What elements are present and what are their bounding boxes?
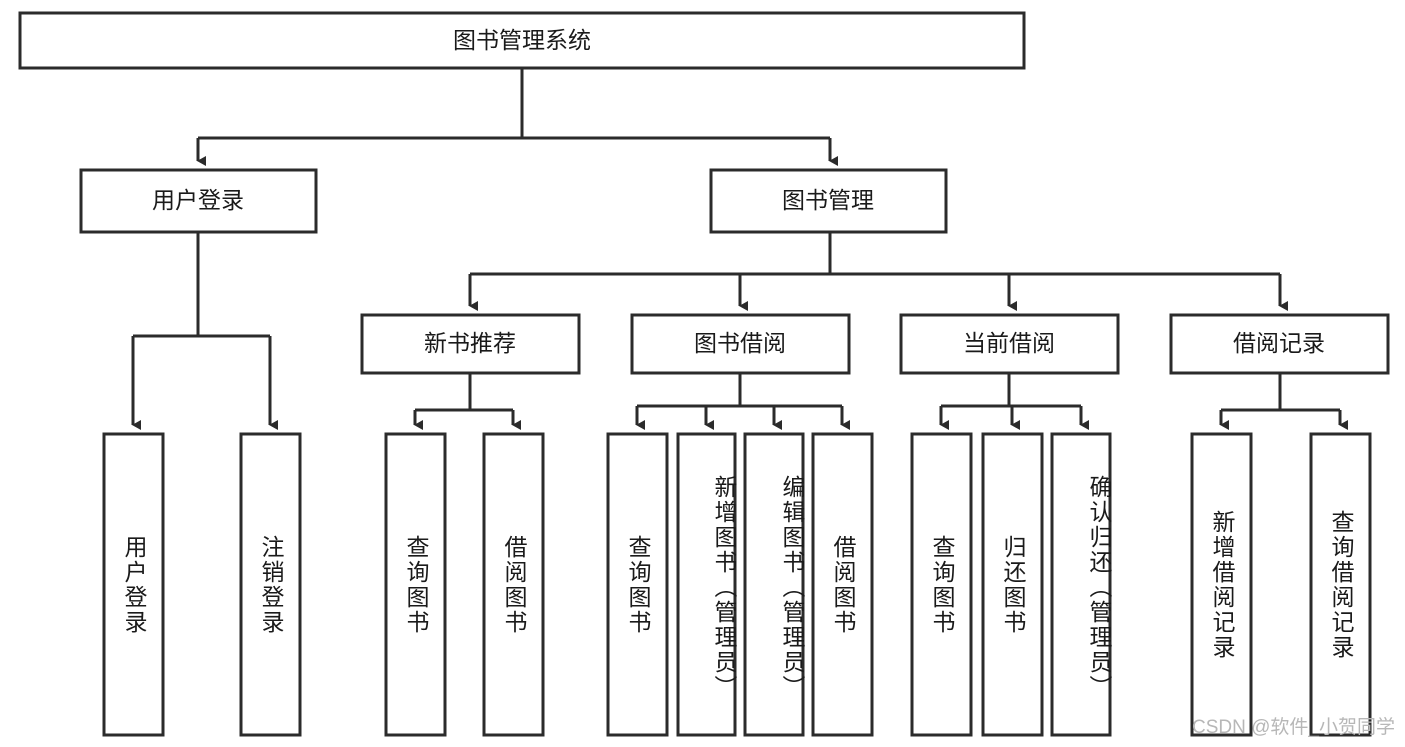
node-root-label: 图书管理系统 [453,27,591,53]
connector-group-current-borrow [939,373,1089,430]
node-new-book-recommend-box[interactable] [360,313,581,375]
node-borrow-record-box[interactable] [1169,313,1390,375]
node-user-login[interactable]: 用户登录 [79,168,318,234]
node-new-book-recommend-label: 新书推荐 [424,330,516,356]
connector-group-book-borrow [635,373,850,430]
node-current-borrow-label: 当前借阅 [963,330,1055,356]
leaf-box-add-borrow-record[interactable] [1190,432,1253,737]
connector-group-book-management [468,232,1288,311]
node-book-borrow-box[interactable] [630,313,851,375]
node-current-borrow[interactable]: 当前借阅 [899,313,1120,375]
node-borrow-record[interactable]: 借阅记录 [1169,313,1390,375]
connector-group-root [196,68,838,166]
node-new-book-recommend[interactable]: 新书推荐 [360,313,581,375]
node-root-box[interactable] [18,11,1026,70]
leaf-box-user-logout[interactable] [239,432,302,737]
connector-group-borrow-record [1219,373,1348,430]
leaf-box-query-borrow-record[interactable] [1309,432,1372,737]
node-book-management[interactable]: 图书管理 [709,168,948,234]
node-book-management-box[interactable] [709,168,948,234]
leaf-box-add-book-admin[interactable] [676,432,737,737]
csdn-watermark: CSDN @软件_小贺同学 [1192,717,1395,738]
node-root[interactable]: 图书管理系统 [18,11,1026,70]
leaf-boxes [102,432,1372,737]
connector-group-user-login [131,232,278,430]
connector-group-new-book-recommend [413,373,521,430]
node-borrow-record-label: 借阅记录 [1233,330,1325,356]
node-book-borrow[interactable]: 图书借阅 [630,313,851,375]
node-user-login-label: 用户登录 [152,187,244,213]
leaf-box-query-book-2[interactable] [606,432,669,737]
leaf-box-borrow-book-2[interactable] [811,432,874,737]
leaf-box-edit-book-admin[interactable] [743,432,805,737]
node-current-borrow-box[interactable] [899,313,1120,375]
leaf-box-return-book[interactable] [981,432,1044,737]
leaf-box-query-book-1[interactable] [384,432,447,737]
leaf-box-borrow-book-1[interactable] [482,432,545,737]
leaf-box-user-login-do[interactable] [102,432,165,737]
node-book-management-label: 图书管理 [782,187,874,213]
node-user-login-box[interactable] [79,168,318,234]
node-book-borrow-label: 图书借阅 [694,330,786,356]
leaf-box-query-book-3[interactable] [910,432,973,737]
leaf-box-confirm-return-admin[interactable] [1050,432,1112,737]
